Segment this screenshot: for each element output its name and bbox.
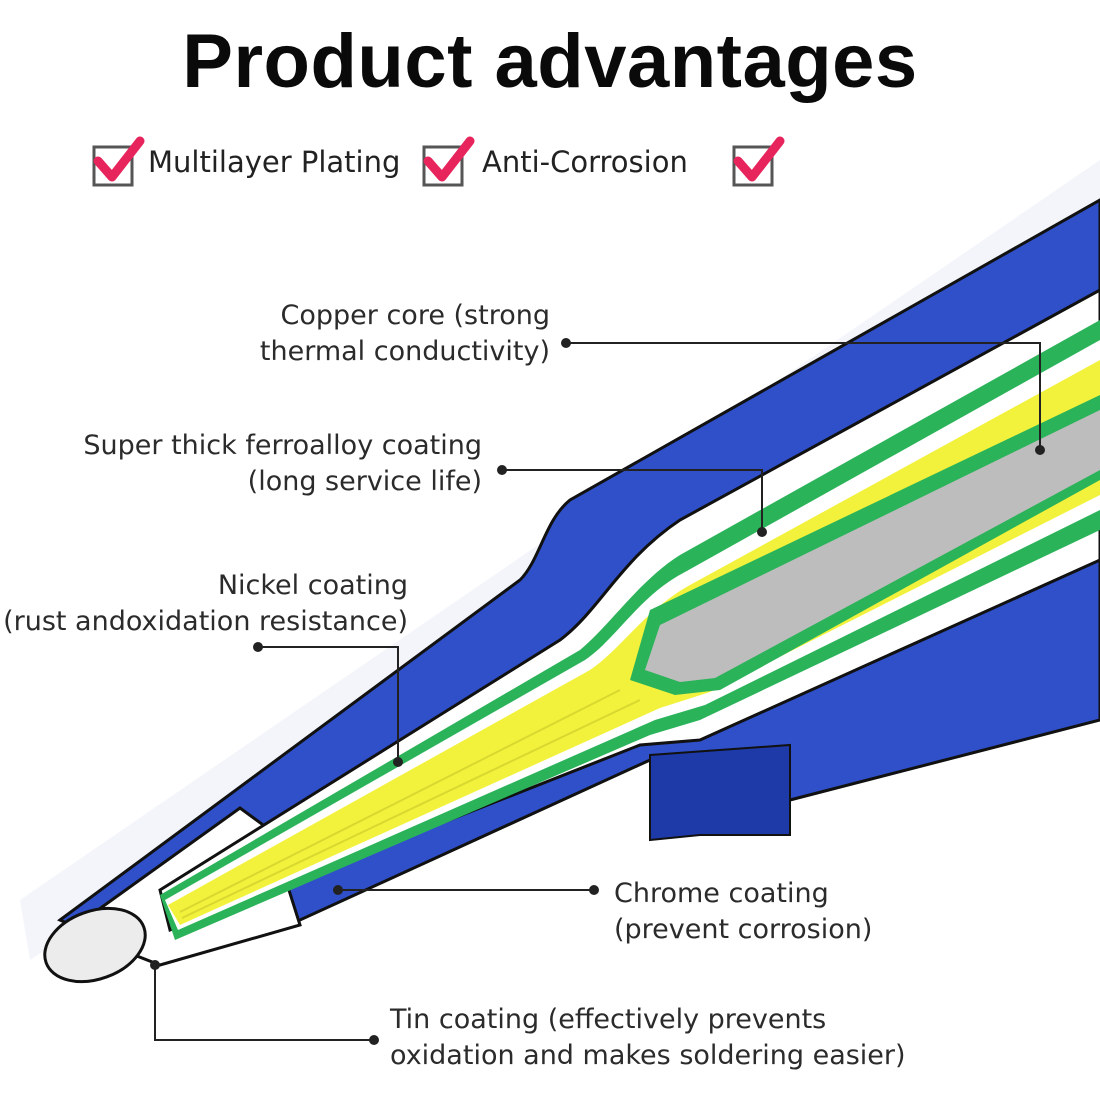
callout-chrome-line2: (prevent corrosion) bbox=[614, 914, 873, 945]
feature-multilayer-plating: Multilayer Plating bbox=[148, 145, 401, 179]
leader-copper bbox=[566, 342, 1041, 450]
copper-core bbox=[645, 410, 1100, 682]
leader-dots bbox=[150, 338, 1045, 1045]
callout-ferroalloy: Super thick ferroalloy coating (long ser… bbox=[40, 428, 482, 500]
callout-tin-line1: Tin coating (effectively prevents bbox=[390, 1004, 827, 1035]
tip-end-face bbox=[43, 906, 147, 984]
ferroalloy-layer bbox=[168, 360, 1100, 925]
feature-anti-corrosion: Anti-Corrosion bbox=[482, 145, 688, 179]
shell-step bbox=[649, 743, 791, 842]
leader-ferroalloy bbox=[502, 469, 763, 532]
callout-chrome: Chrome coating (prevent corrosion) bbox=[614, 876, 1054, 948]
callout-copper-core: Copper core (strong thermal conductivity… bbox=[200, 298, 550, 370]
callout-ferroalloy-line1: Super thick ferroalloy coating bbox=[83, 430, 482, 461]
leader-lines bbox=[154, 342, 1041, 1041]
page-title: Product advantages bbox=[182, 19, 918, 104]
leader-nickel bbox=[258, 646, 399, 762]
callout-copper-line1: Copper core (strong bbox=[280, 300, 550, 331]
leader-tin bbox=[154, 965, 374, 1041]
checkbox-checked-icon bbox=[92, 136, 145, 187]
callout-chrome-line1: Chrome coating bbox=[614, 878, 829, 909]
checkbox-checked-icon bbox=[422, 136, 475, 187]
checkbox-checked-icon bbox=[732, 136, 785, 187]
callout-nickel-line2: (rust andoxidation resistance) bbox=[3, 606, 408, 637]
callout-nickel: Nickel coating (rust andoxidation resist… bbox=[0, 568, 408, 640]
callout-copper-line2: thermal conductivity) bbox=[259, 336, 550, 367]
callout-tin-line2: oxidation and makes soldering easier) bbox=[390, 1040, 906, 1071]
callout-ferroalloy-line2: (long service life) bbox=[247, 466, 482, 497]
callout-nickel-line1: Nickel coating bbox=[217, 570, 408, 601]
callout-tin: Tin coating (effectively prevents oxidat… bbox=[390, 1002, 1090, 1074]
